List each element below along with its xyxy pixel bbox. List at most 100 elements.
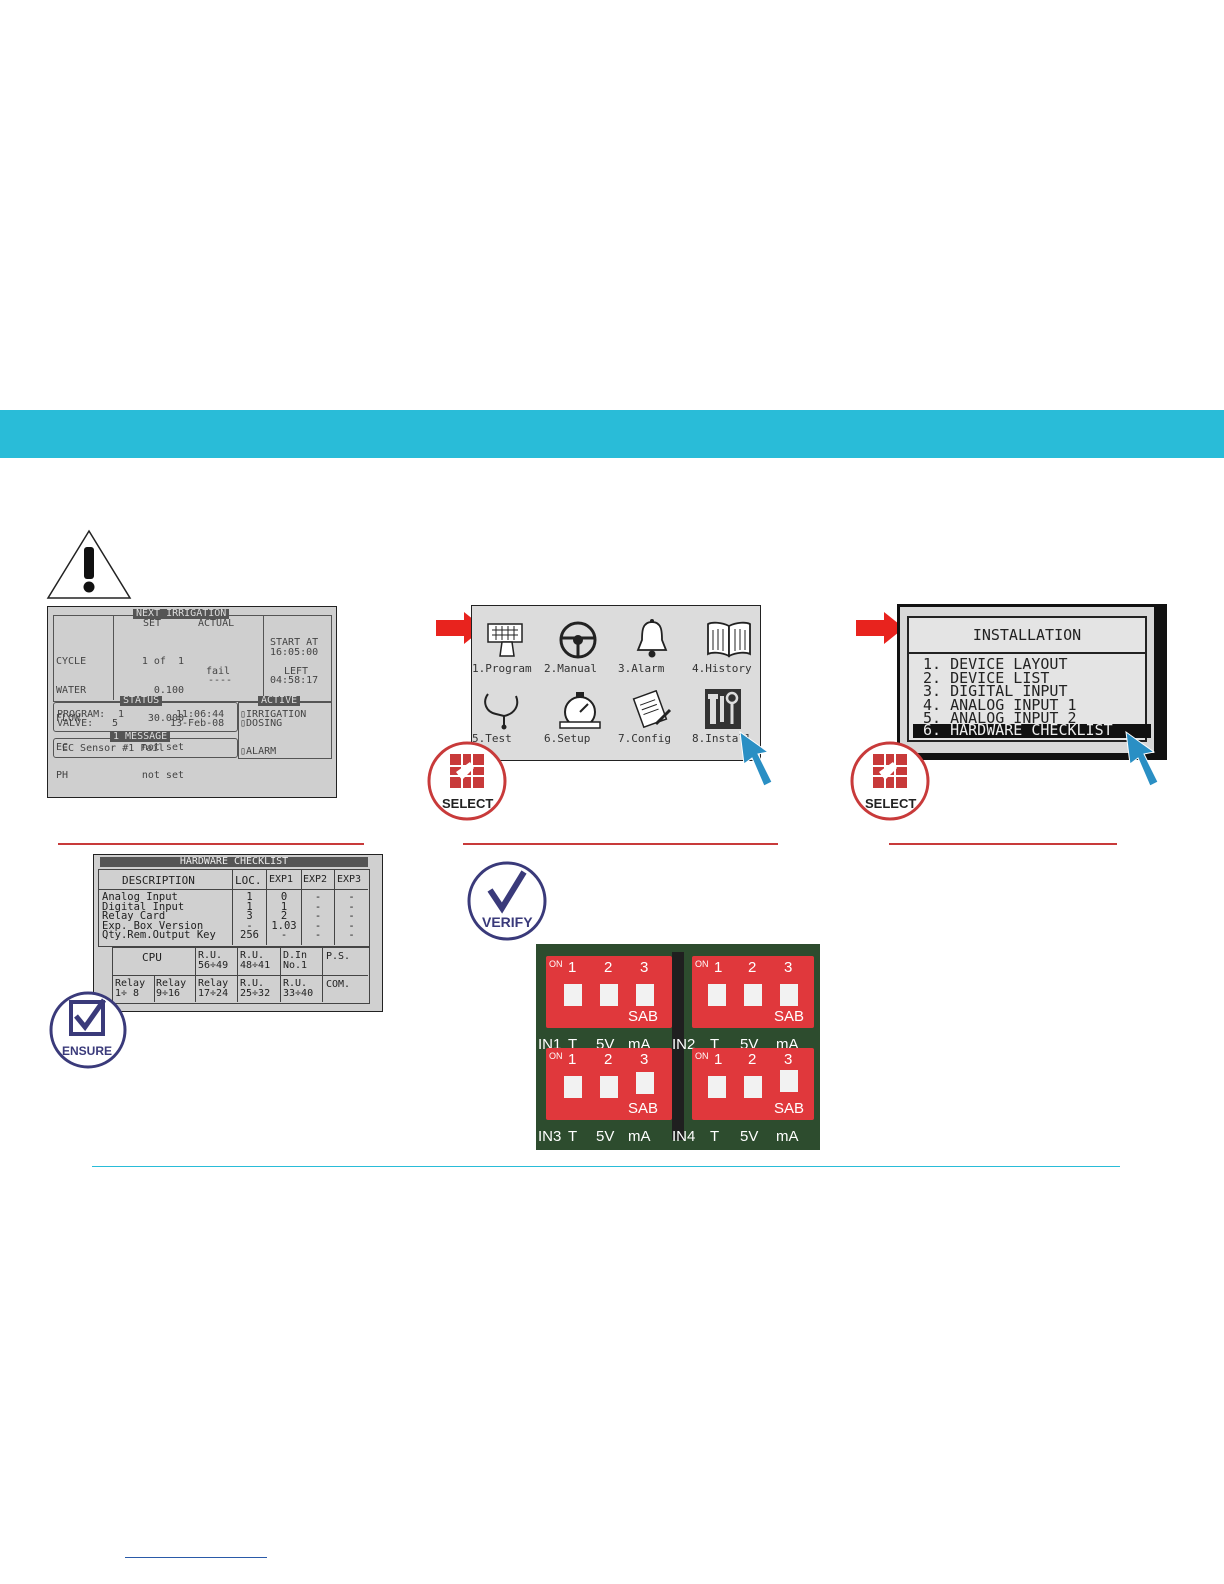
menu-item-test[interactable]: 5.Test — [472, 732, 512, 745]
com-cell: COM. — [326, 979, 351, 990]
exp2-cell: - — [314, 929, 322, 942]
row-label: FLOW — [56, 713, 81, 724]
loc-cell: 3 — [246, 910, 253, 923]
next-irrigation-box — [53, 615, 332, 702]
col-actual-label: ACTUAL — [198, 618, 235, 629]
next-irrigation-header: NEXT IRRIGATION — [133, 609, 230, 619]
description-cell: Exp. Box Version — [102, 919, 204, 932]
start-at-value: 16:05:00 — [270, 647, 319, 658]
dip-toggle[interactable] — [708, 984, 726, 1006]
header-loc: LOC. — [235, 874, 262, 887]
section-banner — [0, 410, 1224, 458]
start-at-label: START AT — [270, 637, 319, 648]
select-hand-icon — [427, 741, 507, 821]
dip-toggle[interactable] — [600, 1076, 618, 1098]
loc-column: 1 1 3 - 256 — [233, 891, 266, 942]
input-label: IN2 — [672, 1036, 696, 1053]
message-title: 1 MESSAGE — [110, 732, 171, 742]
install-item-device-layout[interactable]: 1. DEVICE LAYOUT — [923, 655, 1068, 673]
install-item-digital-input[interactable]: 3. DIGITAL INPUT — [923, 682, 1068, 700]
relay-cell: Relay 9÷16 — [156, 978, 187, 999]
dip-switch-in3: 1 2 3 ON SAB — [546, 1048, 672, 1120]
divider-red — [463, 843, 778, 845]
message-text: EC Sensor #1 Fail — [62, 743, 165, 754]
menu-item-alarm[interactable]: 3.Alarm — [618, 662, 665, 675]
header-exp1: EXP1 — [269, 874, 294, 885]
dip-toggle[interactable] — [564, 984, 582, 1006]
valve-label: VALVE: — [57, 718, 94, 729]
install-item-device-list[interactable]: 2. DEVICE LIST — [923, 668, 1050, 687]
row-labels: CYCLE WATER FLOW EC PH — [56, 638, 86, 800]
ps-cell: P.S. — [326, 951, 351, 962]
install-tools-icon[interactable] — [704, 688, 742, 730]
menu-item-manual[interactable]: 2.Manual — [544, 662, 597, 675]
select-label: SELECT — [865, 796, 917, 811]
set-value: not set — [141, 770, 184, 781]
test-stethoscope-icon[interactable] — [482, 690, 526, 730]
ru-cell: R.U. 25÷32 — [240, 978, 271, 999]
ru-cell: R.U. 33÷40 — [283, 978, 314, 999]
left-value: 04:58:17 — [270, 675, 319, 686]
header-exp3: EXP3 — [337, 874, 362, 885]
ensure-label: ENSURE — [62, 1044, 113, 1058]
menu-item-setup[interactable]: 6.Setup — [544, 732, 591, 745]
exp2-cell: - — [314, 900, 322, 913]
exp3-cell: - — [348, 929, 355, 942]
exp3-cell: - — [348, 919, 355, 932]
menu-item-history[interactable]: 4.History — [692, 662, 752, 675]
footer-link-underline — [125, 1557, 267, 1558]
dip-toggle[interactable] — [636, 984, 654, 1006]
install-item-hardware-checklist[interactable]: 6. HARDWARE CHECKLIST — [913, 723, 1151, 738]
installation-screen: INSTALLATION 1. DEVICE LAYOUT 2. DEVICE … — [897, 604, 1167, 760]
exp2-cell: - — [314, 919, 322, 932]
actual-flow: fail — [206, 666, 231, 677]
pointer-blue-icon — [739, 730, 773, 787]
dip-toggle[interactable] — [744, 984, 762, 1006]
menu-item-program[interactable]: 1.Program — [472, 662, 532, 675]
setup-gauge-icon[interactable] — [558, 688, 602, 732]
input-label: IN4 — [672, 1128, 696, 1145]
description-cell: Qty.Rem.Output Key — [102, 929, 216, 942]
exp2-column: - - - - - — [302, 892, 334, 942]
active-title: ACTIVE — [258, 696, 301, 706]
set-value: 0.100 — [153, 684, 184, 696]
dip-toggle[interactable] — [600, 984, 618, 1006]
relay-cell: Relay 1÷ 8 — [115, 978, 146, 999]
install-item-analog-input-2[interactable]: 5. ANALOG INPUT 2 — [923, 709, 1077, 727]
loc-cell: 256 — [240, 929, 259, 942]
description-cell: Relay Card — [102, 910, 166, 923]
ru-cell: R.U. 56÷49 — [198, 950, 229, 971]
verify-label: VERIFY — [482, 914, 533, 930]
loc-cell: 1 — [246, 891, 253, 903]
row-label: CYCLE — [56, 656, 87, 667]
menu-item-install[interactable]: 8.Install — [692, 732, 752, 745]
dip-toggle[interactable] — [744, 1076, 762, 1098]
loc-cell: - — [246, 919, 253, 932]
alarm-bell-icon[interactable] — [634, 618, 670, 660]
status-title: STATUS — [120, 696, 163, 706]
cpu-cell: CPU — [142, 951, 162, 964]
alarm-indicator: ▯ALARM — [240, 746, 277, 757]
divider-blue — [92, 1166, 1120, 1167]
warning-icon — [46, 529, 132, 599]
dip-toggle[interactable] — [636, 1072, 654, 1094]
program-keyboard-icon[interactable] — [486, 620, 526, 658]
dip-toggle[interactable] — [564, 1076, 582, 1098]
menu-item-config[interactable]: 7.Config — [618, 732, 671, 745]
history-book-icon[interactable] — [706, 620, 752, 658]
install-item-analog-input-1[interactable]: 4. ANALOG INPUT 1 — [923, 695, 1077, 714]
exp1-column: 0 1 2 1.03 - — [267, 892, 301, 941]
manual-steering-wheel-icon[interactable] — [558, 620, 598, 660]
dip-toggle[interactable] — [708, 1076, 726, 1098]
set-value: not set — [141, 741, 184, 753]
dip-toggle[interactable] — [780, 984, 798, 1006]
input-label: IN3 — [538, 1128, 562, 1145]
divider-red — [889, 843, 1117, 845]
row-label: PH — [56, 770, 69, 781]
config-document-icon[interactable] — [632, 690, 672, 730]
installation-title: INSTALLATION — [972, 626, 1082, 644]
dip-toggle[interactable] — [780, 1070, 798, 1092]
program-value: 1 — [118, 709, 125, 720]
pointer-blue-icon — [1125, 730, 1159, 787]
col-set-label: SET — [143, 618, 162, 629]
